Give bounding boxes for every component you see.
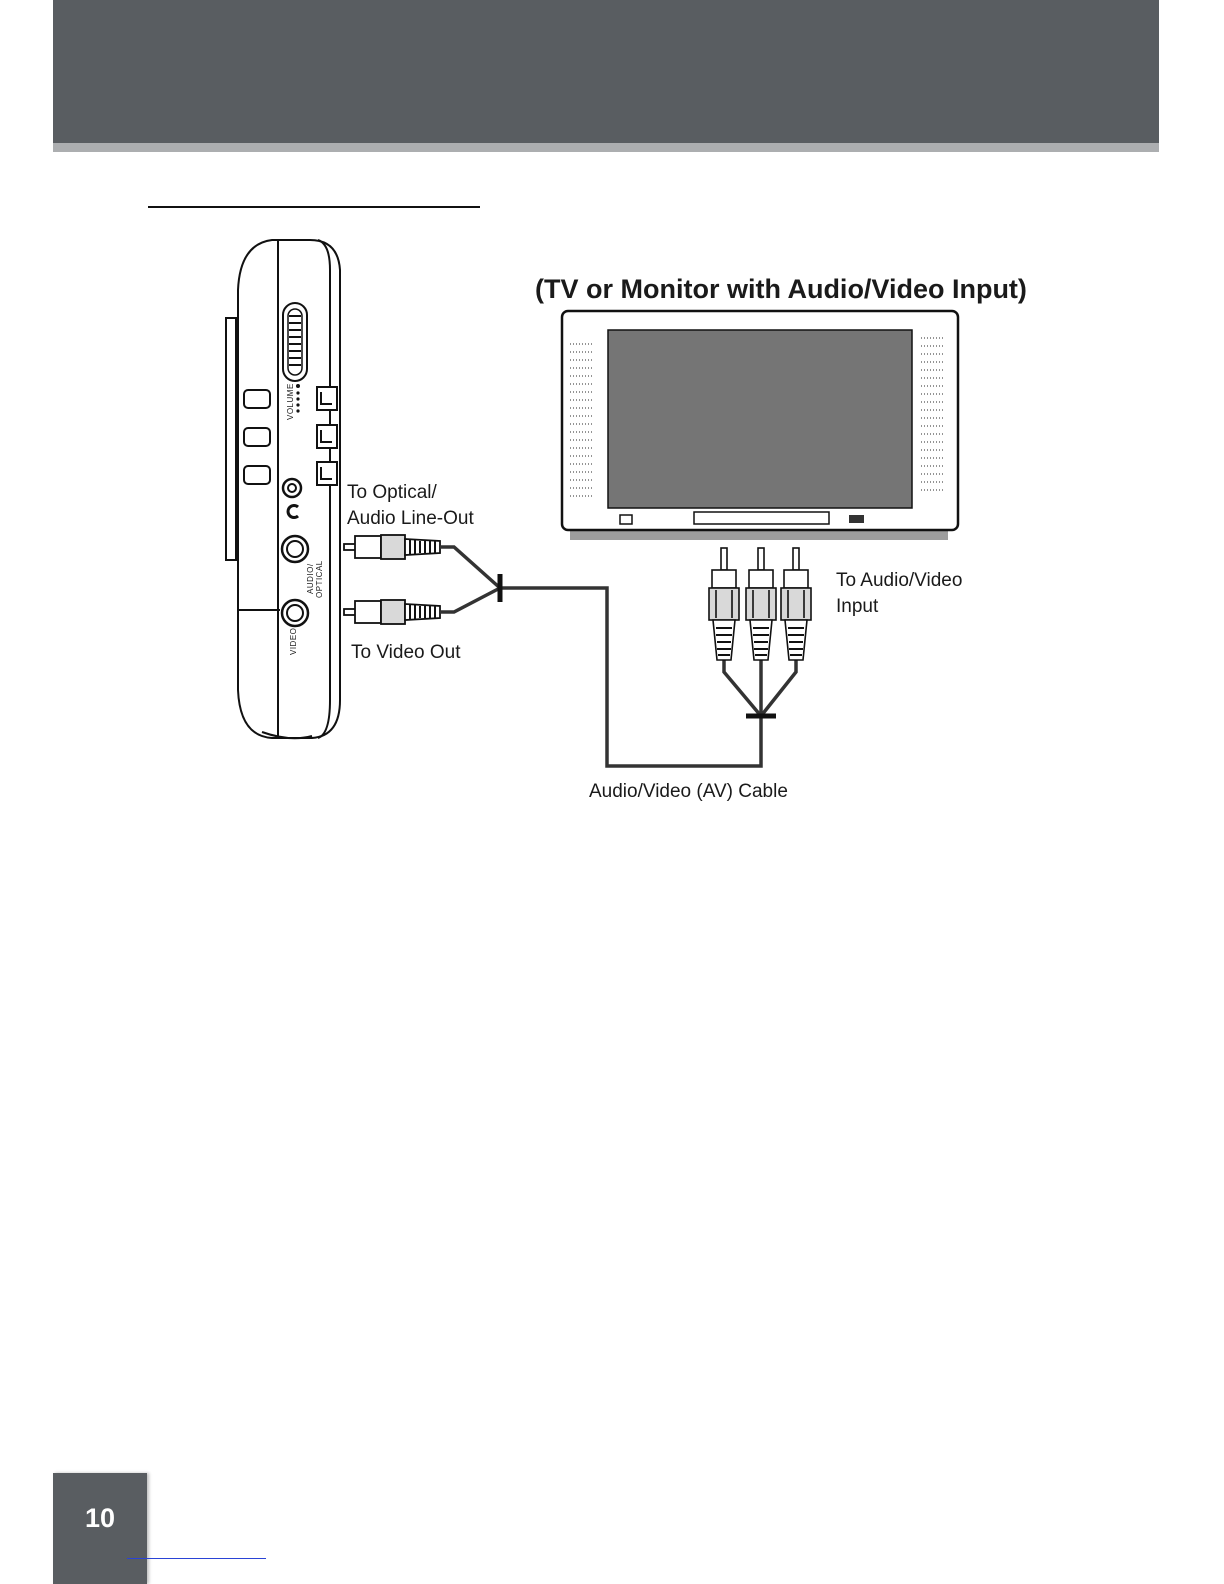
optical-marking: OPTICAL [315, 560, 324, 598]
tv-screen [608, 330, 912, 508]
page-number-tab: 10 [53, 1473, 147, 1584]
side-switches [317, 387, 337, 485]
diagram-title: (TV or Monitor with Audio/Video Input) [535, 274, 1027, 304]
player-plug-video [344, 600, 440, 624]
label-optical-line2: Audio Line-Out [347, 508, 474, 529]
tv-plug-center [746, 548, 776, 660]
audio-optical-jack [282, 536, 308, 562]
audio-marking: AUDIO/ [306, 563, 315, 594]
tv-plug-right [781, 548, 811, 660]
av-cable [440, 547, 796, 766]
tv-plug-left [709, 548, 739, 660]
player-plug-audio [344, 535, 440, 559]
video-marking: VIDEO [289, 628, 298, 655]
label-av-input-line1: To Audio/Video [836, 570, 962, 591]
page-number: 10 [85, 1503, 115, 1534]
label-av-cable: Audio/Video (AV) Cable [589, 781, 788, 802]
tv-monitor [562, 311, 958, 540]
video-jack [282, 600, 308, 626]
footer-link-underline[interactable] [127, 1558, 266, 1559]
volume-marking: VOLUME [286, 383, 295, 420]
label-video-out: To Video Out [351, 642, 461, 663]
label-optical-line1: To Optical/ [347, 482, 437, 503]
label-av-input-line2: Input [836, 596, 879, 617]
